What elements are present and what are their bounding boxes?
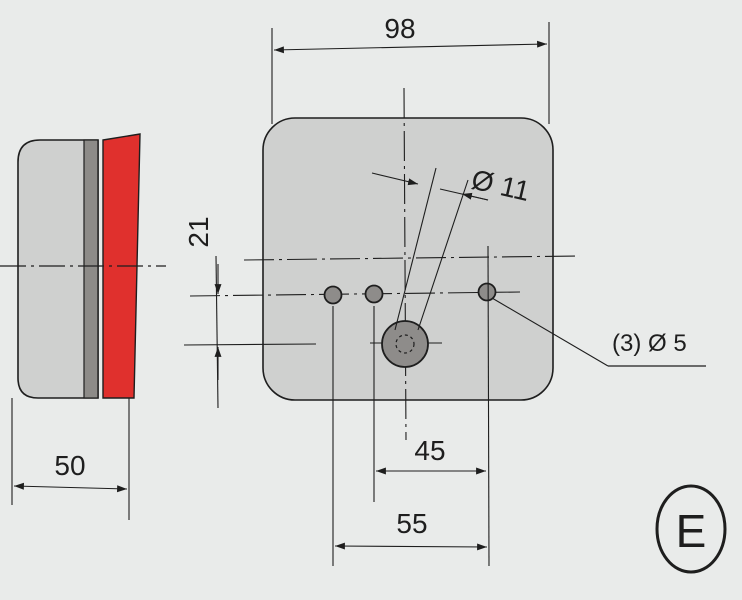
spacing-45-dimension-label: 45 (414, 435, 445, 466)
e-approval-mark: E (655, 484, 727, 574)
horizontal-centerline (243, 255, 581, 261)
depth-dimension-line (13, 482, 128, 493)
offset-dimension-label: 21 (183, 216, 214, 247)
front-view-body (262, 117, 554, 401)
small-hole-left (323, 285, 343, 305)
mount-hole-dimension-line (371, 172, 419, 186)
vertical-centerline (403, 87, 407, 441)
e-approval-mark-label: E (676, 505, 707, 557)
width-dimension-line (273, 40, 548, 54)
side-view-gasket (83, 139, 99, 399)
depth-dimension-label: 50 (54, 450, 85, 481)
hole-callout-label: (3) Ø 5 (612, 330, 687, 357)
spacing-55-dimension-line (334, 542, 488, 551)
center-mounting-hole (381, 320, 429, 368)
small-hole-right (477, 282, 497, 302)
side-view: 50 (0, 133, 166, 520)
small-hole-middle (364, 284, 384, 304)
spacing-55-dimension-label: 55 (396, 508, 427, 539)
front-view: Ø 11 (3) Ø 5 (183, 87, 706, 441)
dimension-lines: 98 21 45 55 (183, 13, 550, 567)
side-view-body (17, 139, 99, 399)
width-dimension-label: 98 (384, 13, 415, 44)
